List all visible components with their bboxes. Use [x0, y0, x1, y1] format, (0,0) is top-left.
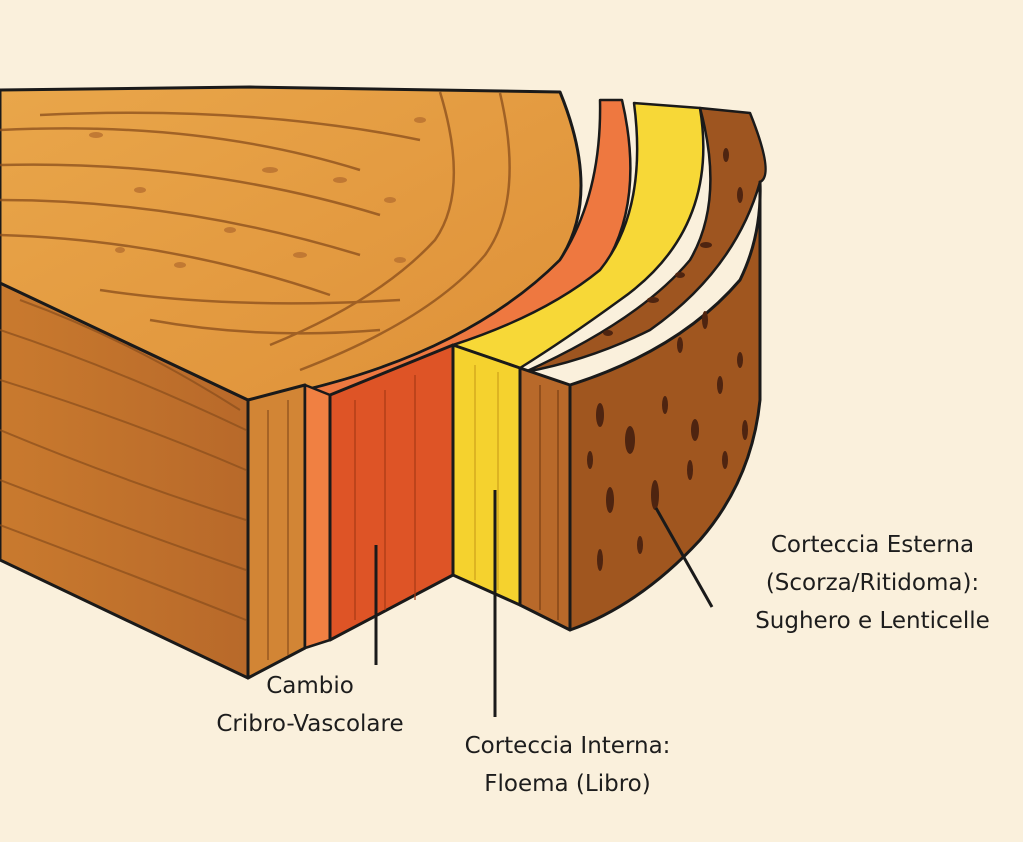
leader-line-outer-bark: [654, 507, 714, 608]
label-outer-bark-line-3: Sughero e Lenticelle: [755, 608, 990, 634]
label-inner-bark: Corteccia Interna: Floema (Libro): [425, 727, 710, 803]
label-outer-bark-line-2: (Scorza/Ritidoma):: [765, 570, 980, 596]
wood-pores: [89, 117, 426, 268]
bark-top-lenticels: [603, 148, 743, 336]
label-outer-bark-line-1: Corteccia Esterna: [770, 532, 975, 558]
sapwood-side-strip: [246, 383, 307, 680]
label-cambium-line-2: Cribro-Vascolare: [216, 711, 404, 737]
cambium-bevel: [303, 383, 332, 650]
bark-inner-strip: [518, 366, 572, 632]
phloem-side-face: [451, 343, 522, 607]
front-face-grain: [0, 299, 247, 621]
label-cambium-line-1: Cambio: [266, 673, 354, 699]
label-outer-bark: Corteccia Esterna (Scorza/Ritidoma): Sug…: [730, 526, 1015, 640]
growth-rings: [0, 91, 511, 372]
label-inner-bark-line-1: Corteccia Interna:: [464, 733, 671, 759]
label-inner-bark-line-2: Floema (Libro): [484, 771, 651, 797]
label-cambium: Cambio Cribro-Vascolare: [190, 667, 430, 743]
bark-lenticels: [587, 311, 748, 571]
cambium-side-face: [328, 343, 455, 642]
